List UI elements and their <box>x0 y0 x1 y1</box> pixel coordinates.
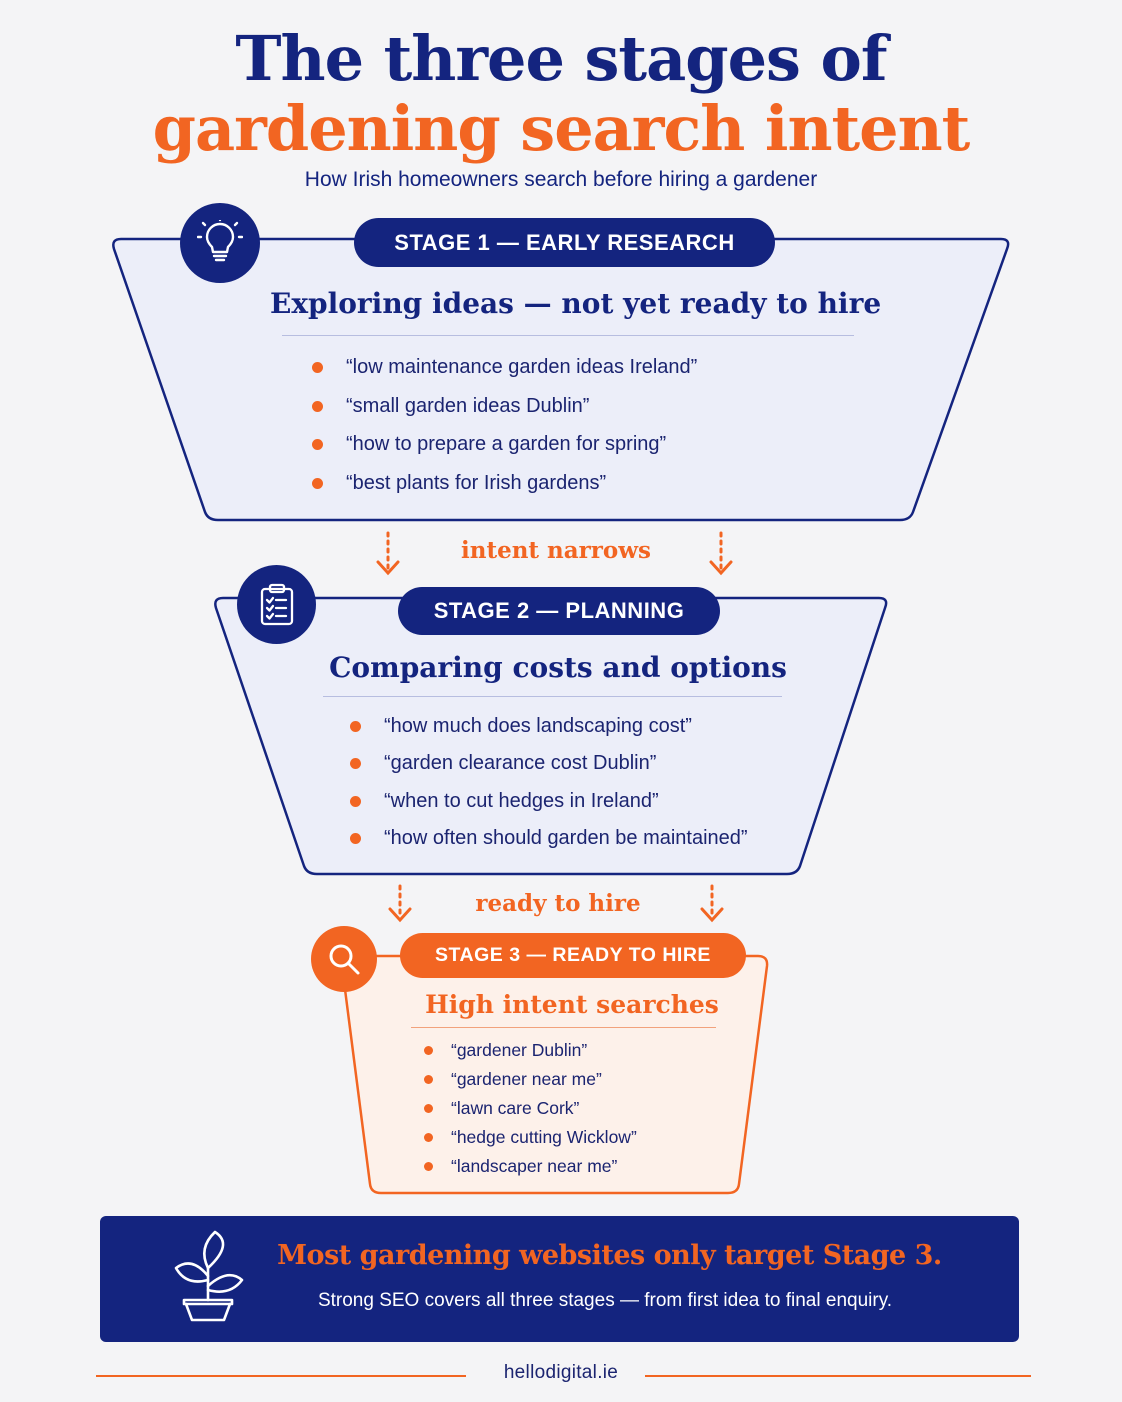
list-item: “garden clearance cost Dublin” <box>350 745 748 782</box>
list-item: “low maintenance garden ideas Ireland” <box>312 348 697 387</box>
footer-divider-left <box>96 1375 466 1377</box>
stage-3-heading: High intent searches <box>425 990 719 1019</box>
banner-body: Strong SEO covers all three stages — fro… <box>317 1290 893 1311</box>
stage-2-heading: Comparing costs and options <box>329 651 787 684</box>
arrow-down-icon <box>709 531 733 576</box>
list-item: “hedge cutting Wicklow” <box>424 1123 637 1152</box>
list-item: “gardener Dublin” <box>424 1036 637 1065</box>
stage-2-divider <box>323 696 782 697</box>
list-item: “small garden ideas Dublin” <box>312 387 697 426</box>
arrow-down-icon <box>376 531 400 576</box>
list-item: “when to cut hedges in Ireland” <box>350 783 748 820</box>
list-item: “gardener near me” <box>424 1065 637 1094</box>
plant-pot-icon <box>174 1230 244 1322</box>
stage-2-funnel-shape <box>214 596 888 876</box>
stage-1-divider <box>282 335 854 336</box>
search-icon <box>329 944 360 975</box>
stage-2-icon-badge <box>237 565 316 644</box>
stage-3-divider <box>411 1027 716 1028</box>
list-item: “lawn care Cork” <box>424 1094 637 1123</box>
subtitle: How Irish homeowners search before hirin… <box>304 168 818 191</box>
transition-label-2: ready to hire <box>475 890 641 917</box>
footer-divider-right <box>645 1375 1031 1377</box>
list-item: “best plants for Irish gardens” <box>312 464 697 503</box>
stage-1-funnel-shape <box>112 237 1010 522</box>
title-line-1: The three stages of <box>235 22 887 95</box>
list-item: “how to prepare a garden for spring” <box>312 425 697 464</box>
arrow-down-icon <box>388 884 412 923</box>
arrow-down-icon <box>700 884 724 923</box>
banner-headline: Most gardening websites only target Stag… <box>277 1240 942 1271</box>
stage-1-query-list: “low maintenance garden ideas Ireland” “… <box>312 348 697 503</box>
stage-3-label: STAGE 3 — READY TO HIRE <box>400 933 746 978</box>
stage-2-label: STAGE 2 — PLANNING <box>398 587 720 635</box>
footer-site: hellodigital.ie <box>503 1362 619 1383</box>
stage-1-heading: Exploring ideas — not yet ready to hire <box>270 287 882 320</box>
stage-3-icon-badge <box>311 926 377 992</box>
stage-2-query-list: “how much does landscaping cost” “garden… <box>350 708 748 857</box>
lightbulb-icon <box>197 220 243 262</box>
stage-1-icon-badge <box>180 203 260 283</box>
title-line-2: gardening search intent <box>152 92 971 165</box>
list-item: “how much does landscaping cost” <box>350 708 748 745</box>
stage-1-label: STAGE 1 — EARLY RESEARCH <box>354 218 775 267</box>
transition-label-1: intent narrows <box>460 537 652 564</box>
list-item: “how often should garden be maintained” <box>350 820 748 857</box>
stage-3-query-list: “gardener Dublin” “gardener near me” “la… <box>424 1036 637 1181</box>
list-item: “landscaper near me” <box>424 1152 637 1181</box>
clipboard-checklist-icon <box>260 583 293 625</box>
summary-banner <box>100 1216 1019 1342</box>
